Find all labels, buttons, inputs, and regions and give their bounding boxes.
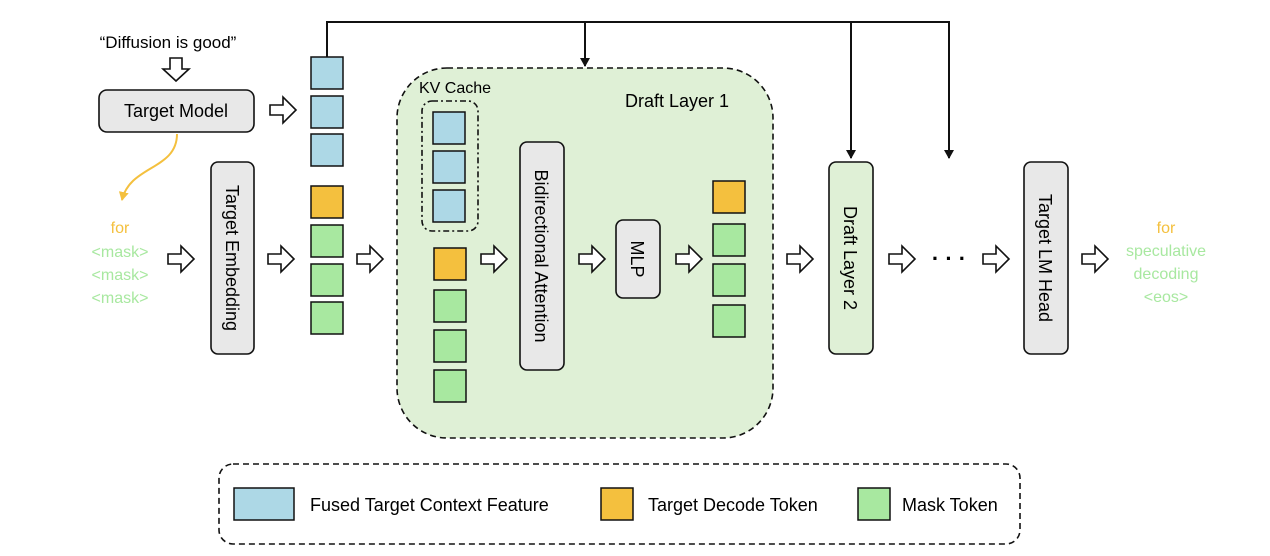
output-tokens: for speculative decoding <eos> xyxy=(1126,220,1206,306)
input-token: <mask> xyxy=(92,290,149,307)
mask-token-cell xyxy=(712,304,746,338)
right-arrow-icon xyxy=(267,244,296,274)
mlp-label: MLP xyxy=(627,240,647,277)
embedding-output-column xyxy=(310,185,344,335)
context-feature-cell xyxy=(432,111,466,145)
draft-input-column xyxy=(433,247,467,403)
draft-layer-2-label: Draft Layer 2 xyxy=(840,206,860,310)
mask-token-cell xyxy=(433,289,467,323)
right-arrow-icon xyxy=(888,244,917,274)
legend-context-label: Fused Target Context Feature xyxy=(310,495,549,515)
right-arrow-icon xyxy=(786,244,815,274)
mask-token-cell xyxy=(433,369,467,403)
draft-output-column xyxy=(712,180,746,338)
right-arrow-icon xyxy=(578,244,607,274)
down-arrow-icon xyxy=(160,57,192,83)
target-embedding-label: Target Embedding xyxy=(222,185,242,331)
skip-connections xyxy=(326,21,954,159)
mask-token-cell xyxy=(433,329,467,363)
legend: Fused Target Context Feature Target Deco… xyxy=(218,463,1021,545)
bidirectional-attention-box xyxy=(519,141,565,371)
output-token: speculative xyxy=(1126,243,1206,260)
mask-token-cell xyxy=(712,223,746,257)
mask-token-cell xyxy=(310,224,344,258)
output-token: for xyxy=(1157,220,1176,237)
kv-cache-cells xyxy=(432,111,466,223)
kv-cache-container xyxy=(421,100,479,232)
decode-token-cell xyxy=(433,247,467,281)
decode-token-cell xyxy=(310,185,344,219)
context-feature-cell xyxy=(432,150,466,184)
draft-layer-1-container xyxy=(396,67,774,439)
legend-mask-swatch xyxy=(857,487,891,521)
draft-layer-2-box xyxy=(828,161,874,355)
mask-token-cell xyxy=(310,263,344,297)
input-token: for xyxy=(111,220,130,237)
context-feature-cell xyxy=(310,56,344,90)
target-model-label: Target Model xyxy=(124,101,228,121)
context-feature-cell xyxy=(432,189,466,223)
target-lm-head-label: Target LM Head xyxy=(1035,194,1055,322)
input-token: <mask> xyxy=(92,267,149,284)
right-arrow-icon xyxy=(167,244,196,274)
target-lm-head-box xyxy=(1023,161,1069,355)
target-model-box xyxy=(98,89,255,133)
right-arrow-icon xyxy=(1081,244,1110,274)
mask-token-cell xyxy=(310,301,344,335)
input-token: <mask> xyxy=(92,244,149,261)
right-arrow-icon xyxy=(982,244,1011,274)
right-arrow-icon xyxy=(269,95,298,125)
skip-connection-line xyxy=(326,21,954,159)
ellipsis: · · · xyxy=(932,246,966,271)
target-embedding-box xyxy=(210,161,255,355)
input-tokens: for <mask> <mask> <mask> xyxy=(92,220,149,307)
mask-token-cell xyxy=(712,263,746,297)
mlp-box xyxy=(615,219,661,299)
right-arrow-icon xyxy=(675,244,704,274)
kv-cache-label: KV Cache xyxy=(419,80,491,97)
decode-token-cell xyxy=(712,180,746,214)
output-token: <eos> xyxy=(1144,289,1188,306)
legend-context-swatch xyxy=(233,487,295,521)
context-feature-cell xyxy=(310,95,344,129)
output-token: decoding xyxy=(1134,266,1199,283)
decode-curve-arrow xyxy=(118,133,178,201)
flow-arrows xyxy=(167,95,1110,274)
bidirectional-attention-label: Bidirectional Attention xyxy=(531,169,551,342)
fused-context-column xyxy=(310,56,344,167)
input-prompt: “Diffusion is good” xyxy=(100,33,237,52)
right-arrow-icon xyxy=(356,244,385,274)
right-arrow-icon xyxy=(480,244,509,274)
draft-layer-1-label: Draft Layer 1 xyxy=(625,91,729,111)
legend-decode-swatch xyxy=(600,487,634,521)
legend-mask-label: Mask Token xyxy=(902,495,998,515)
legend-decode-label: Target Decode Token xyxy=(648,495,818,515)
context-feature-cell xyxy=(310,133,344,167)
